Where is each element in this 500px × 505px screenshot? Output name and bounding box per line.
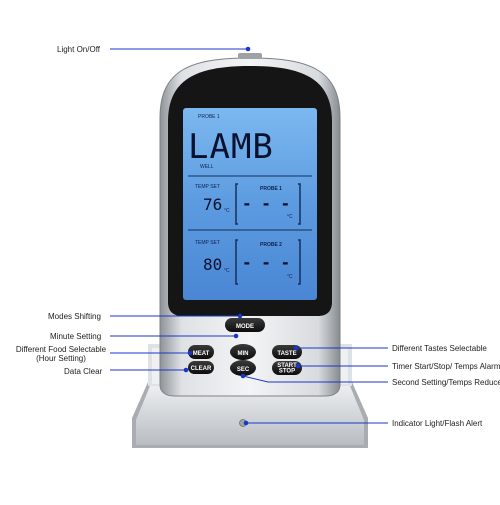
lcd-set2-value: 80 — [203, 255, 222, 274]
min-button[interactable]: MIN — [230, 344, 256, 360]
svg-text:MEAT: MEAT — [193, 351, 210, 357]
callout-data-clear: Data Clear — [64, 367, 103, 376]
meat-button[interactable]: MEAT — [188, 345, 214, 359]
callout-second-setting: Second Setting/Temps Reduce — [392, 378, 500, 387]
lcd-probe2-reading: - - - — [242, 253, 290, 272]
callout-light-on-off: Light On/Off — [57, 45, 100, 54]
lcd-doneness: WELL — [200, 164, 214, 170]
lcd-screen: PROBE 1 LAMB WELL TEMP SET 76 °C PROBE 1… — [183, 108, 317, 300]
lcd-probe2-label: PROBE 2 — [260, 242, 282, 248]
lcd-reading2-unit: °C — [287, 274, 293, 280]
callout-minute-setting: Minute Setting — [50, 332, 102, 341]
callout-indicator-light: Indicator Light/Flash Alert — [392, 419, 483, 428]
lcd-set1-unit: °C — [224, 208, 230, 214]
svg-text:TASTE: TASTE — [277, 351, 296, 357]
lcd-reading1-unit: °C — [287, 214, 293, 220]
clear-button[interactable]: CLEAR — [188, 361, 214, 374]
lcd-set1-value: 76 — [203, 195, 222, 214]
callout-tastes-selectable: Different Tastes Selectable — [392, 344, 487, 353]
lcd-probe1-reading: - - - — [242, 194, 290, 213]
callout-food-selectable: Different Food Selectable (Hour Setting) — [11, 345, 111, 363]
lcd-set2-unit: °C — [224, 268, 230, 274]
light-button[interactable] — [238, 53, 262, 59]
svg-text:MIN: MIN — [238, 351, 249, 357]
svg-text:START: START — [277, 363, 297, 369]
svg-text:CLEAR: CLEAR — [191, 366, 212, 372]
callout-modes-shifting: Modes Shifting — [48, 312, 101, 321]
start-stop-button[interactable]: START STOP — [272, 361, 302, 375]
lcd-temp-set-1: TEMP SET — [195, 184, 220, 190]
sec-button[interactable]: SEC — [230, 360, 256, 376]
svg-text:MODE: MODE — [236, 324, 254, 330]
callout-food-line1: Different Food Selectable — [15, 345, 107, 354]
callout-timer: Timer Start/Stop/ Temps Alarm — [392, 362, 500, 371]
lcd-temp-set-2: TEMP SET — [195, 240, 220, 246]
callout-lines — [110, 46, 388, 426]
callout-food-line2: (Hour Setting) — [36, 354, 86, 363]
lcd-probe1-label: PROBE 1 — [260, 186, 282, 192]
svg-text:STOP: STOP — [279, 369, 295, 375]
svg-text:SEC: SEC — [237, 367, 250, 373]
lcd-food-name: LAMB — [188, 127, 274, 167]
mode-button[interactable]: MODE — [225, 318, 265, 332]
lcd-probe1-top: PROBE 1 — [198, 114, 220, 120]
